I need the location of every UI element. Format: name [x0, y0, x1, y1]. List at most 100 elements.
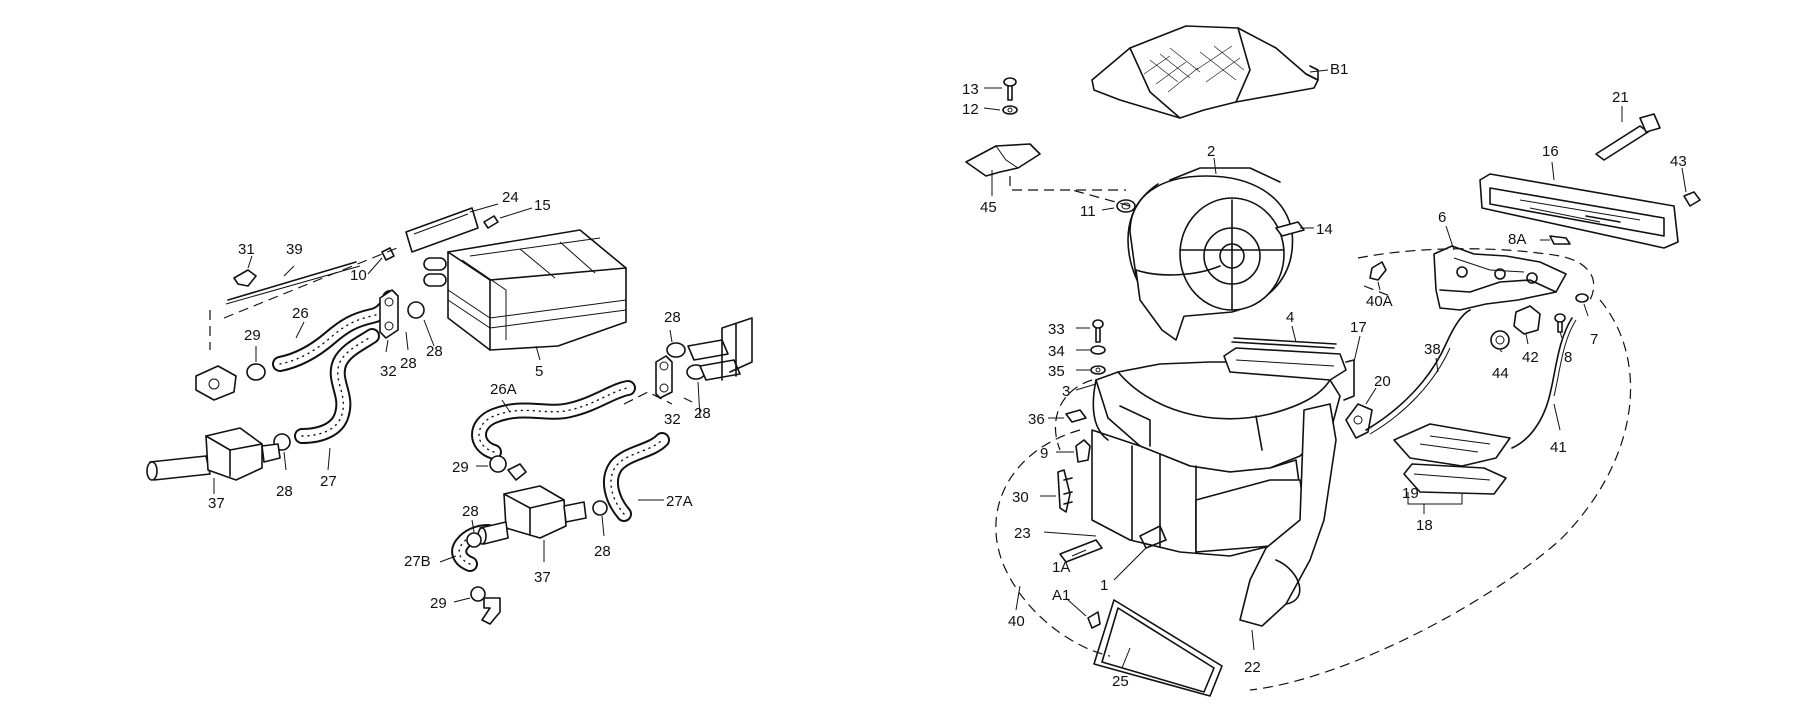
callout-19: 19 [1402, 485, 1419, 502]
callout-36: 36 [1028, 411, 1045, 428]
washer-35 [1090, 365, 1106, 375]
gasket-1 [1139, 525, 1167, 549]
frame-4 [1223, 347, 1347, 381]
cover-plate [405, 207, 479, 253]
callout-8: 8 [1564, 349, 1572, 366]
callout-42: 42 [1522, 349, 1539, 366]
callout-45: 45 [980, 199, 997, 216]
callout-22: 22 [1244, 659, 1261, 676]
callout-4: 4 [1286, 309, 1294, 326]
bracket-45 [965, 143, 1041, 177]
callout-29: 29 [244, 327, 261, 344]
callout-41: 41 [1550, 439, 1567, 456]
control-mechanism-6 [1433, 245, 1567, 311]
right-callouts: 13 12 B1 45 2 11 14 21 16 43 6 8A 40A 33… [962, 61, 1687, 690]
clip-36 [1065, 409, 1087, 423]
rod-17 [1343, 359, 1355, 401]
strip-4 [1233, 337, 1337, 345]
callout-26: 26 [292, 305, 309, 322]
callout-3: 3 [1062, 383, 1070, 400]
clip-10 [381, 247, 395, 261]
right-assembly [965, 25, 1701, 697]
hose-clamp [466, 532, 482, 548]
hose-27A [602, 432, 670, 522]
callout-A1: A1 [1052, 587, 1070, 604]
callout-34: 34 [1048, 343, 1065, 360]
clip-A1 [1087, 611, 1101, 629]
clip-9 [1075, 439, 1091, 463]
callout-26A: 26A [490, 381, 517, 398]
screw-13 [1003, 77, 1017, 101]
callout-39: 39 [286, 241, 303, 258]
callout-28e: 28 [694, 405, 711, 422]
knob-44 [1490, 330, 1510, 350]
screw-8A [1549, 235, 1571, 245]
callout-29b: 29 [452, 459, 469, 476]
callout-35: 35 [1048, 363, 1065, 380]
callout-18: 18 [1416, 517, 1433, 534]
callout-14: 14 [1316, 221, 1333, 238]
callout-11: 11 [1080, 203, 1096, 220]
heater-core [423, 229, 627, 351]
cable-41 [1511, 317, 1573, 449]
lever-21 [1595, 125, 1649, 161]
washer-34 [1090, 345, 1106, 355]
callout-27: 27 [320, 473, 337, 490]
cable-38 [1365, 309, 1471, 431]
callout-20: 20 [1374, 373, 1391, 390]
callout-28f: 28 [462, 503, 479, 520]
hose-27 [294, 328, 380, 444]
bracket-30 [1057, 469, 1071, 513]
blower-motor-housing [1127, 167, 1294, 341]
left-assembly [146, 203, 753, 625]
callout-1: 1 [1100, 577, 1108, 594]
control-valve [146, 427, 281, 481]
callout-33: 33 [1048, 321, 1065, 338]
plate-18 [1403, 463, 1507, 495]
callout-15: 15 [534, 197, 551, 214]
hose-26A [471, 380, 636, 460]
callout-44: 44 [1492, 365, 1509, 382]
air-intake-cover [1091, 25, 1319, 119]
callout-7: 7 [1590, 331, 1598, 348]
clip-40A [1369, 261, 1387, 281]
callout-17: 17 [1350, 319, 1367, 336]
hose-clamp [407, 301, 425, 319]
callout-13: 13 [962, 81, 979, 98]
elbow-fitting [481, 597, 501, 625]
knob-43 [1683, 191, 1701, 207]
callout-38: 38 [1424, 341, 1441, 358]
callout-6: 6 [1438, 209, 1446, 226]
callout-23: 23 [1014, 525, 1031, 542]
callout-37b: 37 [534, 569, 551, 586]
callout-28g: 28 [594, 543, 611, 560]
clip [483, 215, 499, 229]
callout-2: 2 [1207, 143, 1215, 160]
clip [507, 463, 527, 481]
callout-28a: 28 [400, 355, 417, 372]
hose-clamp [246, 363, 266, 381]
flap-1A [1059, 539, 1103, 563]
callout-8A: 8A [1508, 231, 1526, 248]
callout-27A: 27A [666, 493, 693, 510]
control-panel-16 [1479, 173, 1679, 249]
callout-9: 9 [1040, 445, 1048, 462]
pipe-connector [687, 317, 753, 381]
pad-14 [1275, 221, 1305, 237]
callout-1A: 1A [1052, 559, 1070, 576]
grommet-11 [1116, 199, 1136, 213]
callout-32: 32 [380, 363, 397, 380]
control-valve-2 [477, 485, 587, 545]
callout-5: 5 [535, 363, 543, 380]
callout-32b: 32 [664, 411, 681, 428]
filter-25 [1093, 599, 1223, 697]
callout-40: 40 [1008, 613, 1025, 630]
washer-7 [1575, 293, 1589, 303]
screw-33 [1092, 319, 1104, 343]
bracket [233, 269, 257, 287]
callout-27B: 27B [404, 553, 431, 570]
callout-B1: B1 [1330, 61, 1348, 78]
lever-20 [1345, 403, 1373, 439]
bracket-32 [379, 289, 399, 339]
